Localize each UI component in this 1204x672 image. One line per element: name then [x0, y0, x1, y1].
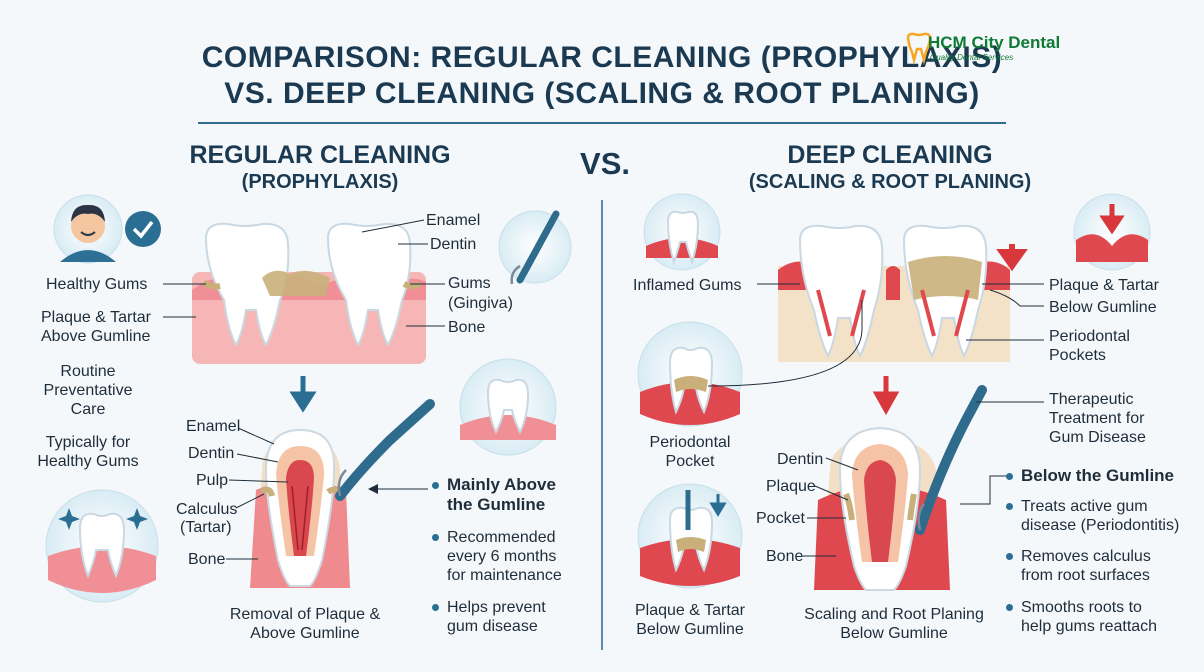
center-divider — [601, 200, 603, 650]
regular-bullet-3: Helps prevent gum disease — [430, 598, 546, 636]
deep-subtitle: (SCALING & ROOT PLANING) — [748, 171, 1032, 193]
dentin-label-cross: Dentin — [188, 445, 235, 462]
vs-label: VS. — [580, 146, 630, 181]
inflamed-gums-label: Inflamed Gums — [633, 277, 742, 294]
bullet-text: help gums reattach — [1021, 618, 1158, 635]
bullet-text: Removes calculus — [1021, 548, 1151, 565]
bullet-text: every 6 months — [447, 548, 557, 565]
page-title-line1: COMPARISON: REGULAR CLEANING (PROPHYLAXI… — [201, 41, 1003, 74]
regular-caption-2: Above Gumline — [250, 625, 360, 642]
bullet-text: Treats active gum — [1021, 498, 1148, 515]
bullet-text: Helps prevent — [447, 599, 546, 616]
dentin-label-top: Dentin — [430, 236, 477, 253]
inflamed-teeth-diagram — [757, 224, 1044, 362]
regular-subtitle: (PROPHYLAXIS) — [241, 171, 399, 193]
bullet-text: Mainly Above — [447, 475, 556, 494]
periodontal-pocket-circle — [637, 300, 863, 427]
bullet-text: disease (Periodontitis) — [1021, 517, 1180, 534]
healthy-gums-label: Healthy Gums — [46, 276, 148, 293]
calculus-label: Calculus — [176, 501, 238, 518]
periodontal-pockets-label-1: Periodontal — [1049, 328, 1130, 345]
gums-label: Gums — [448, 275, 491, 292]
plaque-below-label-1: Plaque & Tartar — [1049, 277, 1159, 294]
plaque-above-label-1: Plaque & Tartar — [41, 309, 151, 326]
dentin-label-deep: Dentin — [777, 451, 824, 468]
down-arrow-icon — [289, 376, 317, 413]
bone-label-deep: Bone — [766, 548, 804, 565]
title-divider — [198, 122, 1006, 124]
logo-name: HCM City Dental — [928, 33, 1061, 52]
deep-bullet-4: Smooths roots to help gums reattach — [1004, 598, 1157, 636]
bullet-dot — [1006, 553, 1013, 560]
pulp-label: Pulp — [196, 472, 229, 489]
below-gumline-circle — [637, 483, 743, 589]
sparkling-tooth-circle — [45, 489, 159, 603]
bone-label-top: Bone — [448, 319, 486, 336]
clean-tooth-circle — [459, 358, 557, 456]
red-down-arrow-icon — [872, 376, 900, 416]
therapeutic-label-1: Therapeutic — [1049, 391, 1134, 408]
happy-patient-icon — [53, 194, 123, 264]
bullet-text: for maintenance — [447, 567, 562, 584]
bullet-text: Below the Gumline — [1021, 466, 1175, 485]
deep-bullet-3: Removes calculus from root surfaces — [1004, 547, 1151, 585]
tooth-logo-icon — [906, 32, 932, 65]
routine-note-3: Care — [70, 401, 106, 418]
healthy-teeth-diagram — [163, 219, 445, 364]
bullet-text: from root surfaces — [1021, 567, 1150, 584]
page-title-line2: VS. DEEP CLEANING (SCALING & ROOT PLANIN… — [224, 77, 980, 110]
regular-bullet-2: Recommended every 6 months for maintenan… — [430, 528, 562, 585]
routine-note-1: Routine — [60, 363, 116, 380]
deep-bullet-2: Treats active gum disease (Periodontitis… — [1004, 497, 1179, 535]
below-circle-label-2: Below Gumline — [636, 621, 744, 638]
bullet-dot — [1006, 473, 1013, 480]
regular-title: REGULAR CLEANING — [189, 141, 451, 169]
regular-cross-section — [226, 399, 435, 588]
gingiva-label: (Gingiva) — [448, 295, 513, 312]
deep-cross-section — [803, 385, 1044, 591]
checkmark-icon — [125, 211, 161, 247]
bullet-text: Recommended — [447, 529, 556, 546]
bullet-dot — [432, 534, 439, 541]
routine-note-2: Preventative — [43, 382, 133, 399]
bullet-dot — [432, 604, 439, 611]
bullet-dot — [1006, 503, 1013, 510]
periodontal-pockets-label-2: Pockets — [1049, 347, 1106, 364]
below-circle-label-1: Plaque & Tartar — [635, 602, 745, 619]
bone-label-cross: Bone — [188, 551, 226, 568]
deep-caption-2: Below Gumline — [840, 625, 948, 642]
bullet-text: Smooths roots to — [1021, 599, 1142, 616]
therapeutic-label-2: Treatment for — [1049, 410, 1145, 427]
bullet-dot — [432, 482, 439, 489]
regular-bullet-1: Mainly Above the Gumline — [430, 475, 556, 515]
deep-title: DEEP CLEANING — [787, 141, 993, 169]
bullet-text: gum disease — [447, 618, 538, 635]
scaler-tool-icon — [498, 210, 572, 285]
plaque-below-label-2: Below Gumline — [1049, 299, 1157, 316]
pocket-circle-label-1: Periodontal — [649, 434, 731, 451]
tartar-label: (Tartar) — [180, 519, 232, 536]
deep-bullet-1: Below the Gumline — [1004, 466, 1174, 486]
bullet-text: the Gumline — [447, 495, 546, 514]
plaque-label-deep: Plaque — [766, 478, 816, 495]
typical-note-1: Typically for — [45, 434, 131, 451]
pocket-circle-label-2: Pocket — [665, 453, 715, 470]
regular-caption-1: Removal of Plaque & — [229, 606, 381, 623]
therapeutic-label-3: Gum Disease — [1049, 429, 1146, 446]
bullet-dot — [1006, 604, 1013, 611]
enamel-label-top: Enamel — [426, 212, 481, 229]
red-arrow-circle — [1073, 193, 1151, 271]
plaque-above-label-2: Above Gumline — [41, 328, 151, 345]
deep-caption-1: Scaling and Root Planing — [804, 606, 984, 623]
pocket-label-deep: Pocket — [756, 510, 805, 527]
inflamed-tooth-circle — [643, 193, 721, 271]
enamel-label-cross: Enamel — [186, 418, 241, 435]
typical-note-2: Healthy Gums — [37, 453, 139, 470]
logo-tagline: Quality Dental Services — [930, 53, 1014, 62]
